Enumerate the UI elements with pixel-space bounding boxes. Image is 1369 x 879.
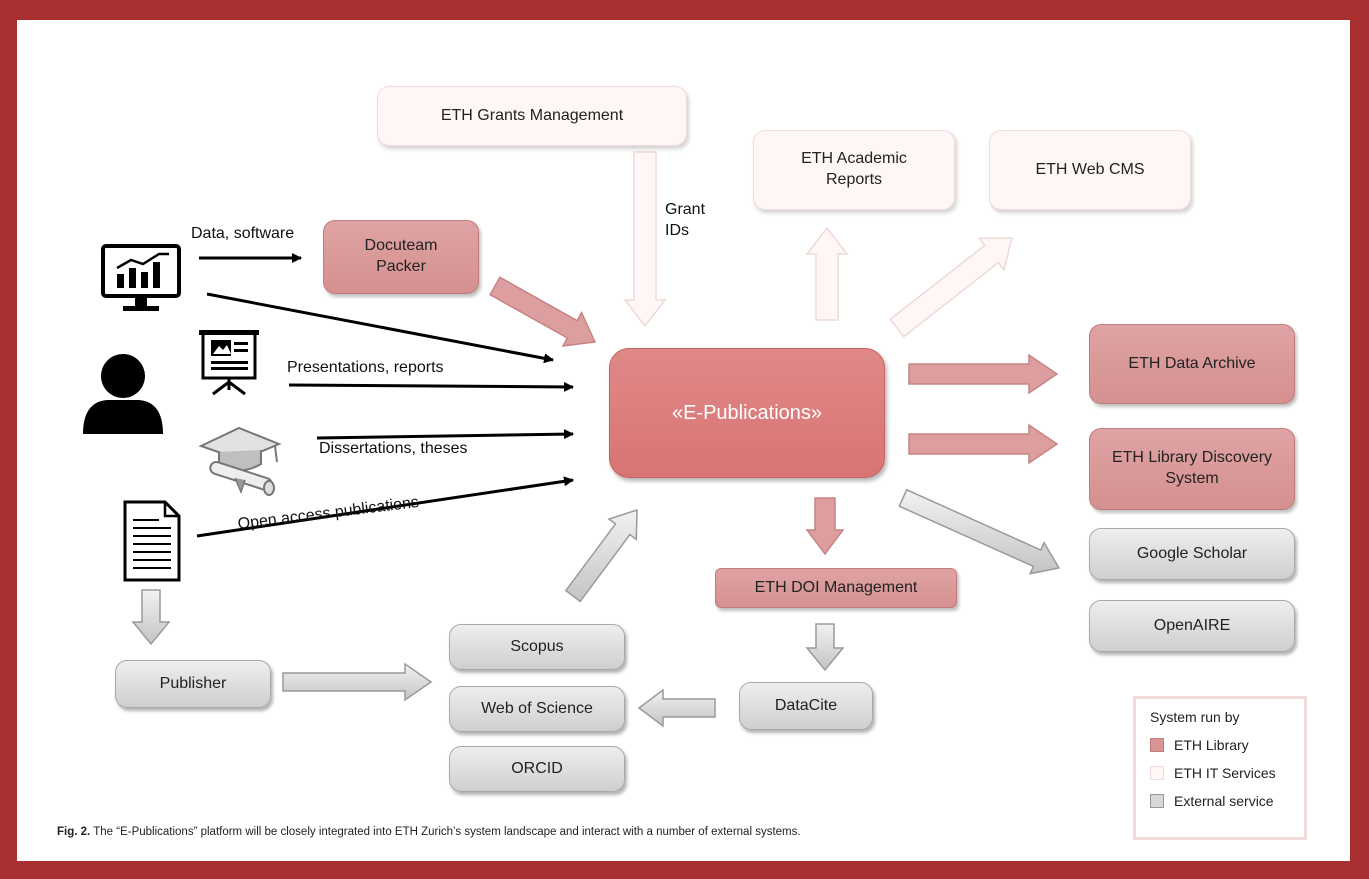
- web-of-science-box: Web of Science: [449, 686, 625, 732]
- figure-panel: ETH Grants Management ETH Academic Repor…: [17, 20, 1350, 861]
- arrow-presentations: [288, 381, 574, 392]
- legend-swatch: [1150, 738, 1164, 752]
- caption-text: The “E-Publications” platform will be cl…: [90, 826, 801, 838]
- arrow-epub-to-web-cms: [889, 237, 1013, 338]
- legend-item-external-service: External service: [1150, 793, 1274, 809]
- web-cms-label: ETH Web CMS: [1035, 160, 1145, 178]
- graduation-diploma-icon: [198, 426, 282, 496]
- legend: System run by ETH Library ETH IT Service…: [1133, 696, 1307, 840]
- data-archive-label: ETH Data Archive: [1128, 354, 1256, 372]
- legend-label: ETH IT Services: [1174, 765, 1276, 781]
- publisher-label: Publisher: [159, 674, 227, 692]
- arrow-epub-to-doi: [805, 497, 845, 556]
- input-arrows: [196, 253, 574, 538]
- grants-management-box: ETH Grants Management: [377, 86, 687, 146]
- legend-item-eth-it-services: ETH IT Services: [1150, 765, 1276, 781]
- e-publications-box: «E-Publications»: [609, 348, 885, 478]
- arrow-dissertations: [316, 429, 574, 440]
- orcid-box: ORCID: [449, 746, 625, 792]
- arrow-publisher-to-databases: [282, 662, 433, 702]
- presentations-label: Presentations, reports: [287, 359, 444, 376]
- legend-title: System run by: [1150, 709, 1240, 725]
- data-archive-box: ETH Data Archive: [1089, 324, 1295, 404]
- arrow-epub-to-google-scholar: [898, 488, 1061, 575]
- datacite-box: DataCite: [739, 682, 873, 730]
- figure-caption: Fig. 2. The “E-Publications” platform wi…: [57, 826, 801, 838]
- publisher-box: Publisher: [115, 660, 271, 708]
- discovery-system-box: ETH Library Discovery System: [1089, 428, 1295, 510]
- arrow-epub-to-data-archive: [908, 353, 1059, 395]
- arrow-monitor-to-epub: [206, 292, 554, 364]
- google-scholar-box: Google Scholar: [1089, 528, 1295, 580]
- datacite-label: DataCite: [774, 696, 838, 714]
- arrow-doi-to-datacite: [805, 623, 845, 672]
- web-of-science-label: Web of Science: [481, 699, 593, 717]
- legend-label: External service: [1174, 793, 1274, 809]
- discovery-system-label: ETH Library Discovery System: [1111, 449, 1273, 487]
- dissertations-label: Dissertations, theses: [319, 440, 468, 457]
- document-icon: [123, 500, 181, 582]
- monitor-chart-icon: [101, 244, 181, 311]
- google-scholar-label: Google Scholar: [1136, 544, 1248, 562]
- block-arrows: [131, 151, 1061, 728]
- academic-reports-label: ETH Academic Reports: [801, 150, 907, 188]
- arrow-open-access: [196, 476, 574, 538]
- arrow-scopus-to-epub: [564, 508, 638, 603]
- legend-item-eth-library: ETH Library: [1150, 737, 1249, 753]
- e-publications-label: «E-Publications»: [671, 402, 823, 424]
- legend-swatch: [1150, 766, 1164, 780]
- doi-management-box: ETH DOI Management: [715, 568, 957, 608]
- grant-ids-label: Grant IDs: [665, 201, 706, 239]
- diagram-canvas: [83, 151, 1061, 728]
- legend-label: ETH Library: [1174, 737, 1249, 753]
- caption-label: Fig. 2.: [57, 826, 91, 838]
- arrow-datacite-to-wos: [637, 688, 716, 728]
- openaire-label: OpenAIRE: [1153, 616, 1231, 634]
- arrow-epub-to-discovery: [908, 423, 1059, 465]
- arrow-grants-to-epub: [623, 151, 667, 328]
- scopus-box: Scopus: [449, 624, 625, 670]
- openaire-box: OpenAIRE: [1089, 600, 1295, 652]
- presentation-board-icon: [199, 330, 259, 396]
- arrow-epub-to-academic-reports: [805, 226, 849, 321]
- grants-management-label: ETH Grants Management: [440, 106, 624, 124]
- docuteam-packer-label: Docuteam Packer: [364, 237, 438, 275]
- user-icon: [83, 354, 163, 434]
- arrow-document-to-publisher: [131, 589, 171, 646]
- web-cms-box: ETH Web CMS: [989, 130, 1191, 210]
- arrow-docuteam-to-epub: [489, 276, 597, 347]
- doi-management-label: ETH DOI Management: [754, 578, 918, 596]
- legend-swatch: [1150, 794, 1164, 808]
- academic-reports-box: ETH Academic Reports: [753, 130, 955, 210]
- scopus-label: Scopus: [510, 637, 564, 655]
- docuteam-packer-box: Docuteam Packer: [323, 220, 479, 294]
- data-software-label: Data, software: [191, 225, 295, 242]
- orcid-label: ORCID: [511, 759, 563, 777]
